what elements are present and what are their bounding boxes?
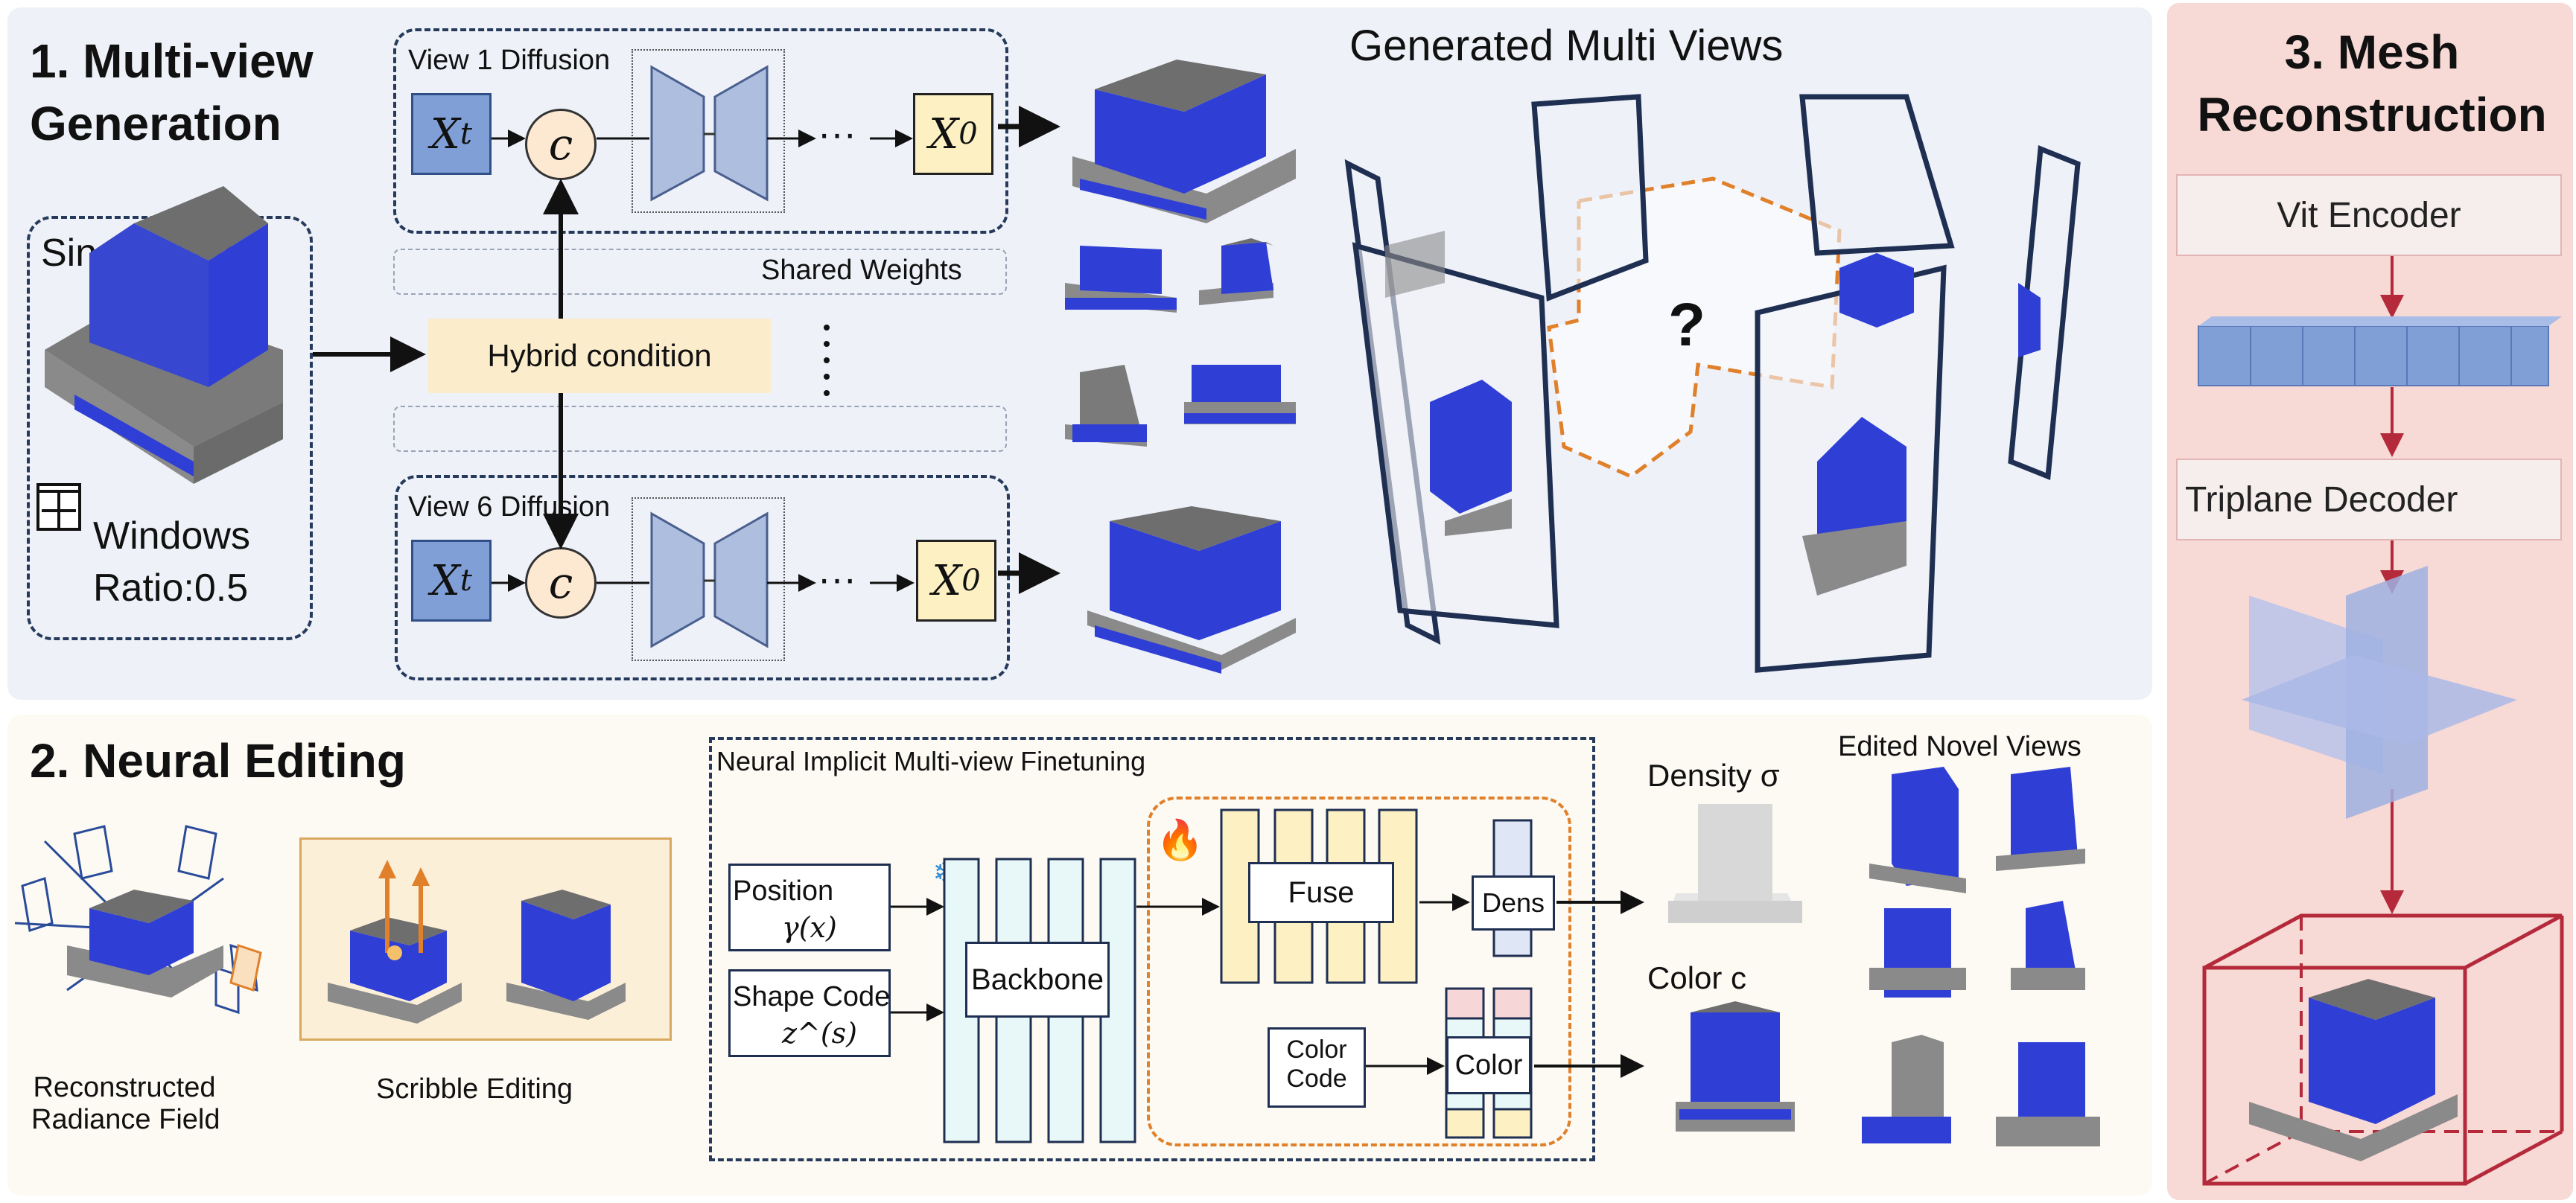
- building-small-2: [1199, 238, 1273, 305]
- position-label: Position: [733, 875, 834, 907]
- reconstructed-label: Reconstructed Radiance Field: [31, 1072, 220, 1135]
- ellipsis-view1: ···: [818, 112, 856, 156]
- edited-views-title: Edited Novel Views: [1838, 731, 2082, 762]
- single-view-building: [45, 186, 283, 484]
- view1-label: View 1 Diffusion: [408, 45, 611, 76]
- section2-title: 2. Neural Editing: [30, 734, 406, 788]
- color-code-box: Color Code: [1268, 1027, 1366, 1108]
- dens-box: Dens: [1472, 875, 1555, 931]
- unet-frame-view6: [632, 497, 785, 661]
- finetuning-title: Neural Implicit Multi-view Finetuning: [716, 746, 1146, 776]
- shared-weights-strip-lower: [393, 406, 1007, 452]
- color-c-label: Color c: [1647, 960, 1747, 995]
- fuse-box: Fuse: [1248, 862, 1394, 923]
- view6-diffusion-box: [395, 475, 1010, 680]
- finetuning-box: [709, 737, 1595, 1161]
- triplane-decoder-box: Triplane Decoder: [2176, 459, 2562, 540]
- vit-encoder-box: Vit Encoder: [2176, 174, 2562, 256]
- section1-title: 1. Multi-view Generation: [30, 34, 314, 150]
- condition-circle-view1: c: [525, 109, 597, 180]
- building-view1: [1072, 60, 1296, 223]
- building-small-4: [1184, 365, 1296, 424]
- question-mark: ?: [1668, 291, 1706, 359]
- window-icon: [36, 483, 81, 531]
- shape-code-box: [728, 969, 891, 1057]
- shared-weights-strip: [393, 249, 1007, 295]
- unet-frame-view1: [632, 49, 785, 213]
- condition-circle-view6: c: [525, 547, 597, 619]
- ratio-label: Ratio:0.5: [93, 567, 249, 610]
- building-small-1: [1065, 246, 1177, 313]
- position-box: [728, 864, 891, 951]
- generated-multi-views-title: Generated Multi Views: [1349, 22, 1784, 70]
- section3-title: 3. Mesh Reconstruction: [2197, 25, 2547, 141]
- shape-code-label: Shape Code: [733, 981, 891, 1012]
- fire-icon: 🔥: [1156, 819, 1204, 862]
- ellipsis-view6: ···: [818, 558, 856, 601]
- view1-diffusion-box: [393, 28, 1008, 234]
- building-small-3: [1065, 365, 1147, 447]
- finetune-region: [1147, 797, 1571, 1146]
- position-formula: γ(x): [782, 911, 837, 944]
- shared-weights-label: Shared Weights: [761, 255, 962, 286]
- backbone-box: Backbone: [965, 942, 1110, 1018]
- density-label: Density σ: [1647, 758, 1780, 793]
- scribble-editing-label: Scribble Editing: [376, 1073, 573, 1105]
- hybrid-condition-box: Hybrid condition: [428, 319, 771, 393]
- windows-label: Windows: [93, 514, 250, 558]
- building-view6: [1087, 506, 1296, 674]
- shape-code-formula: z^(s): [782, 1017, 858, 1050]
- color-box: Color: [1446, 1036, 1531, 1094]
